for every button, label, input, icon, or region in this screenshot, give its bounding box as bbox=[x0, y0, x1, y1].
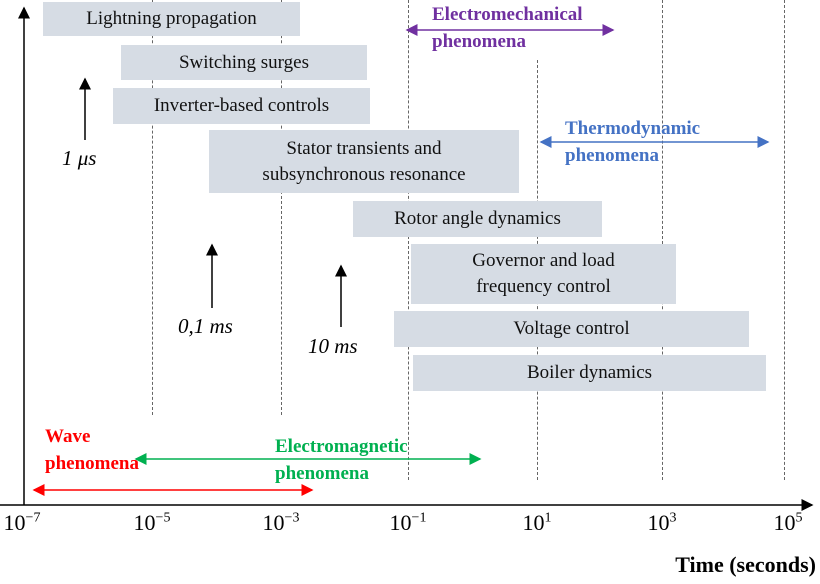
gridline bbox=[408, 0, 409, 480]
label-line: Wave bbox=[45, 426, 91, 447]
label-line: phenomena bbox=[565, 144, 659, 166]
box-voltage-control: Voltage control bbox=[394, 311, 749, 347]
tick-label: 105 bbox=[774, 510, 803, 536]
label-line: phenomena bbox=[45, 452, 139, 474]
tick-base: 10 bbox=[389, 510, 412, 535]
gridline bbox=[784, 0, 785, 480]
label-line: phenomena bbox=[275, 462, 369, 484]
tick-exp: −3 bbox=[284, 510, 300, 526]
box-stator-transients: Stator transients and subsynchronous res… bbox=[209, 130, 519, 193]
gridline bbox=[152, 0, 153, 415]
gridline bbox=[662, 0, 663, 480]
tick-exp: −5 bbox=[155, 510, 171, 526]
wave-label: Wave phenomena bbox=[45, 424, 139, 477]
tick-label: 103 bbox=[648, 510, 677, 536]
tick-base: 10 bbox=[262, 510, 285, 535]
tick-exp: −7 bbox=[25, 510, 41, 526]
box-boiler-dynamics: Boiler dynamics bbox=[413, 355, 766, 391]
tick-label: 10−3 bbox=[263, 510, 300, 536]
tick-exp: 5 bbox=[795, 510, 803, 526]
tick-label: 101 bbox=[523, 510, 552, 536]
tick-exp: 1 bbox=[544, 510, 552, 526]
tick-label: 10−7 bbox=[4, 510, 41, 536]
box-governor: Governor and load frequency control bbox=[411, 244, 676, 304]
tick-label: 10−5 bbox=[134, 510, 171, 536]
box-rotor-angle: Rotor angle dynamics bbox=[353, 201, 602, 237]
box-lightning-propagation: Lightning propagation bbox=[43, 2, 300, 36]
label-line: Electromechanical bbox=[432, 4, 583, 25]
tick-base: 10 bbox=[773, 510, 796, 535]
gridline bbox=[281, 0, 282, 415]
box-switching-surges: Switching surges bbox=[121, 45, 367, 80]
tick-base: 10 bbox=[522, 510, 545, 535]
marker-label-10ms: 10 ms bbox=[308, 334, 358, 358]
x-axis-title: Time (seconds) bbox=[675, 552, 816, 577]
label-line: Thermodynamic bbox=[565, 118, 701, 139]
label-line: phenomena bbox=[432, 30, 526, 52]
tick-base: 10 bbox=[3, 510, 26, 535]
electromechanical-label: Electromechanical phenomena bbox=[432, 2, 583, 55]
electromagnetic-label: Electromagnetic phenomena bbox=[275, 434, 408, 487]
thermodynamic-label: Thermodynamic phenomena bbox=[565, 116, 700, 169]
marker-label-0.1ms: 0,1 ms bbox=[178, 314, 233, 338]
tick-base: 10 bbox=[133, 510, 156, 535]
box-inverter-based-controls: Inverter-based controls bbox=[113, 88, 370, 124]
label-line: Electromagnetic bbox=[275, 436, 408, 457]
tick-exp: −1 bbox=[411, 510, 427, 526]
tick-base: 10 bbox=[647, 510, 670, 535]
marker-label-1us: 1 μs bbox=[62, 146, 97, 170]
tick-exp: 3 bbox=[669, 510, 677, 526]
tick-label: 10−1 bbox=[390, 510, 427, 536]
